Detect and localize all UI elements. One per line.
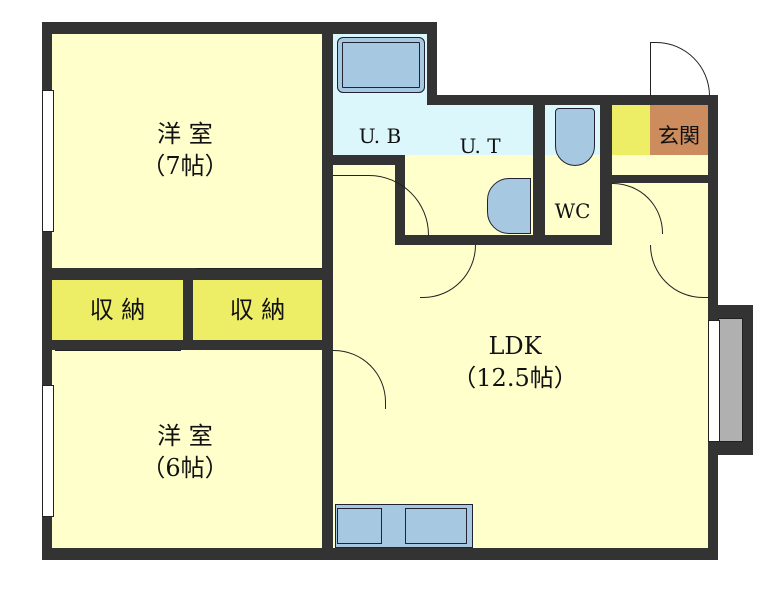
room-size: （7帖）: [141, 152, 229, 180]
western-7-label: 洋 室 （7帖）: [100, 118, 270, 182]
room-size: （6帖）: [141, 454, 229, 482]
bay-window: [718, 318, 743, 442]
room-name: LDK: [488, 332, 542, 360]
closet-door[interactable]: [196, 248, 322, 269]
room-name: 洋 室: [157, 120, 213, 148]
wall: [42, 22, 52, 560]
ub-label: U. B: [358, 124, 402, 148]
wall: [333, 155, 405, 165]
room-size: （12.5帖）: [452, 364, 578, 392]
entrance-door[interactable]: [650, 42, 710, 96]
wall: [612, 175, 708, 183]
closet-1: [52, 280, 183, 340]
stove-icon: [337, 508, 382, 544]
closet-2: [193, 280, 322, 340]
window: [42, 90, 54, 232]
wall: [322, 34, 333, 550]
wall: [533, 105, 545, 240]
wc-label: WC: [554, 199, 591, 223]
entrance-label: 玄関: [658, 124, 700, 148]
wall: [52, 268, 322, 280]
window: [42, 385, 54, 517]
window: [708, 320, 720, 442]
closet-door[interactable]: [55, 350, 181, 371]
ut-label: U. T: [459, 134, 501, 158]
western-room-7: [52, 34, 322, 268]
washbasin-icon: [487, 178, 531, 234]
wall: [427, 95, 718, 105]
wall: [395, 235, 612, 245]
wall: [183, 280, 193, 340]
bathtub-icon: [337, 37, 425, 93]
toilet-icon: [555, 108, 595, 166]
room-name: 洋 室: [157, 422, 213, 450]
ldk-label: LDK （12.5帖）: [400, 330, 630, 394]
closet-1-label: 収 納: [89, 296, 146, 324]
wall: [600, 105, 612, 240]
wall: [42, 22, 437, 34]
wall: [427, 22, 437, 105]
sink-icon: [405, 508, 467, 544]
closet-2-label: 収 納: [229, 296, 286, 324]
wall: [42, 548, 718, 560]
western-room-6: [52, 340, 322, 548]
wall: [52, 340, 322, 350]
western-6-label: 洋 室 （6帖）: [100, 420, 270, 484]
